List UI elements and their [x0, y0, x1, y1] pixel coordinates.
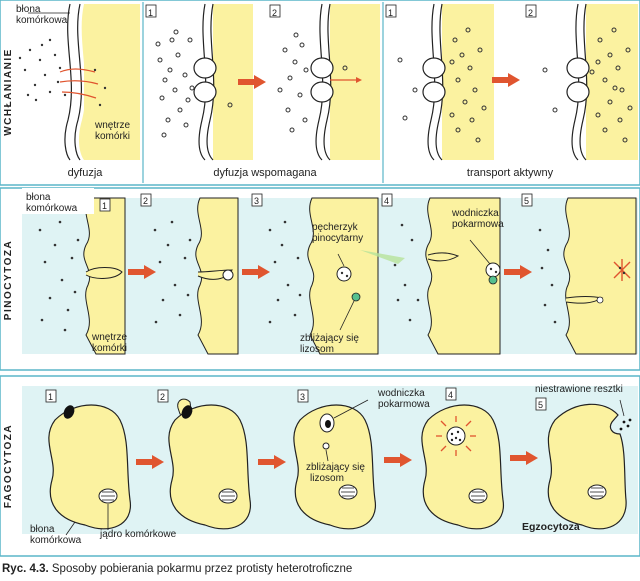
fago-step-num-3: 3: [300, 392, 305, 402]
label-food-vacuole-pino-2: pokarmowa: [452, 219, 504, 230]
label-membrane-fago-1: błona: [30, 524, 55, 535]
pino-step-1: 1: [38, 197, 126, 355]
label-interior-2: komórki: [95, 131, 130, 142]
fago-step-num-1: 1: [48, 392, 53, 402]
fago-step-4: 4: [421, 387, 504, 530]
pino-step-num-2: 2: [143, 196, 148, 206]
fago-step-2: 2: [157, 389, 251, 530]
pino-step-3: 3 pęcherzyk pinocytarny zbliżający się l…: [251, 193, 379, 355]
step-2b: 2: [528, 8, 533, 18]
label-residues: niestrawione resztki: [535, 384, 623, 395]
pino-step-num-3: 3: [254, 196, 259, 206]
label-food-vacuole-pino-1: wodniczka: [451, 208, 499, 219]
row-wchlanianie: błona komórkowa wnętrze komórki dyfuzja …: [16, 2, 638, 183]
label-lysosome-pino-2: lizosom: [300, 344, 334, 355]
label-pinocytic-vesicle-2: pinocytarny: [312, 233, 363, 244]
label-lysosome-fago-1: zbliżający się: [306, 462, 365, 473]
step-2a: 2: [272, 8, 277, 18]
pino-step-4: 4 wodniczka pokarmowa: [381, 193, 504, 355]
row-fagocytoza: 1 2 3: [22, 384, 638, 546]
pino-step-5: 5: [521, 193, 637, 355]
label-interior-pino-1: wnętrze: [91, 332, 127, 343]
pino-step-num-5: 5: [524, 196, 529, 206]
label-lysosome-fago-2: lizosom: [310, 473, 344, 484]
pino-step-num-1: 1: [102, 201, 107, 211]
label-lysosome-pino-1: zbliżający się: [300, 333, 359, 344]
side-label-fagocytoza: FAGOCYTOZA: [3, 424, 14, 508]
label-dyfuzja: dyfuzja: [68, 167, 104, 179]
fago-step-3: 3: [293, 389, 376, 530]
label-membrane-fago-2: komórkowa: [30, 535, 82, 546]
fago-step-num-2: 2: [160, 392, 165, 402]
label-food-vacuole-fago-1: wodniczka: [377, 388, 425, 399]
pino-step-num-4: 4: [384, 196, 389, 206]
label-interior-1: wnętrze: [94, 120, 130, 131]
label-interior-pino-2: komórki: [92, 343, 127, 354]
label-membrane-pino-1: błona: [26, 192, 51, 203]
label-membrane-1: błona: [16, 4, 41, 15]
label-membrane-pino-2: komórkowa: [26, 203, 78, 214]
panel-dyfuzja-wspomagana: 1 2: [145, 3, 380, 179]
step-1b: 1: [388, 8, 393, 18]
figure-caption: Ryc. 4.3. Sposoby pobierania pokarmu prz…: [2, 563, 352, 575]
figure-canvas: WCHŁANIANIE PINOCYTOZA FAGOCYTOZA: [0, 0, 640, 557]
label-nucleus: jądro komórkowe: [99, 529, 177, 540]
row-pinocytoza-frame: [0, 187, 640, 371]
label-dyfuzja-wspomagana: dyfuzja wspomagana: [213, 167, 317, 179]
side-label-wchlanianie: WCHŁANIANIE: [3, 48, 14, 136]
caption-prefix: Ryc. 4.3.: [2, 563, 49, 575]
step-1a: 1: [148, 8, 153, 18]
caption-text: Sposoby pobierania pokarmu przez protist…: [51, 563, 353, 575]
fago-step-num-5: 5: [538, 400, 543, 410]
label-pinocytic-vesicle-1: pęcherzyk: [312, 222, 359, 233]
row-fagocytoza-frame: [0, 375, 640, 557]
side-label-pinocytoza: PINOCYTOZA: [3, 240, 14, 320]
label-food-vacuole-fago-2: pokarmowa: [378, 399, 430, 410]
row-wchlanianie-frame: [0, 0, 640, 186]
label-transport-aktywny: transport aktywny: [467, 167, 554, 179]
fago-step-1: 1: [45, 389, 131, 536]
fago-step-5: 5: [535, 397, 632, 530]
panel-dyfuzja: błona komórkowa wnętrze komórki dyfuzja: [16, 3, 140, 179]
label-exocytosis: Egzocytoza: [522, 521, 580, 533]
label-membrane-2: komórkowa: [16, 15, 68, 26]
fago-step-num-4: 4: [448, 390, 453, 400]
row-pinocytoza: 1 2: [22, 188, 638, 355]
panel-transport-aktywny: 1 2: [385, 3, 638, 179]
pino-step-2: 2: [140, 193, 239, 355]
